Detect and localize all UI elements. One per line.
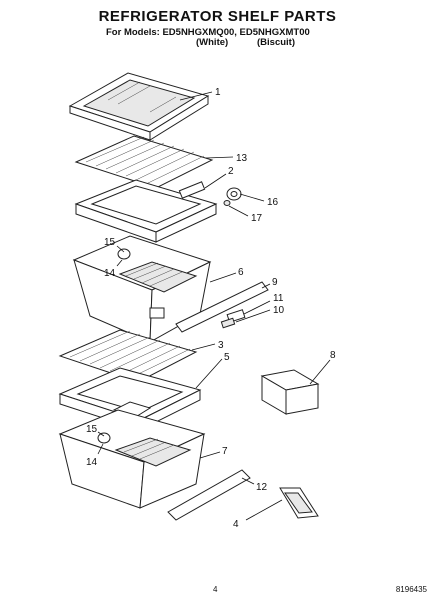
part-13-wire-grid xyxy=(74,135,214,189)
callout-8: 8 xyxy=(330,350,336,361)
callout-leaders xyxy=(97,91,331,521)
page-title: REFRIGERATOR SHELF PARTS xyxy=(98,8,337,25)
part-6-crisper-pan xyxy=(72,235,212,343)
callout-13: 13 xyxy=(236,153,248,164)
callout-12: 12 xyxy=(256,482,268,493)
part-1-glass-shelf xyxy=(68,72,210,141)
part-17-hardware xyxy=(223,200,231,206)
part-4-plate xyxy=(279,487,319,519)
callout-5: 5 xyxy=(224,352,230,363)
document-number: 8196435 xyxy=(395,585,427,594)
variant-white: (White) xyxy=(196,37,229,48)
part-5-shelf-frame xyxy=(58,367,202,431)
part-16-hardware xyxy=(226,187,242,201)
callout-16: 16 xyxy=(267,197,279,208)
models-line: For Models: ED5NHGXMQ00, ED5NHGXMT00 xyxy=(106,27,310,38)
callout-2: 2 xyxy=(228,166,234,177)
callout-9: 9 xyxy=(272,277,278,288)
callout-6: 6 xyxy=(238,267,244,278)
callout-3: 3 xyxy=(218,340,224,351)
part-12-rail xyxy=(167,469,251,521)
callout-4: 4 xyxy=(233,519,239,530)
callout-14-lower: 14 xyxy=(86,457,98,468)
callout-14-upper: 14 xyxy=(104,268,116,279)
callout-10: 10 xyxy=(273,305,285,316)
callout-11: 11 xyxy=(273,293,284,304)
page-number: 4 xyxy=(213,585,218,594)
part-15-hardware-lower xyxy=(97,432,111,444)
callout-1: 1 xyxy=(215,87,221,98)
callout-17: 17 xyxy=(251,213,263,224)
part-9-rail xyxy=(175,281,269,333)
callout-15-upper: 15 xyxy=(104,237,116,248)
part-10-clip xyxy=(220,317,236,329)
part-7-crisper-pan xyxy=(58,409,206,509)
callout-7: 7 xyxy=(222,446,228,457)
part-8-bin xyxy=(260,369,320,415)
part-2-shelf-frame xyxy=(74,179,218,243)
callout-15-lower: 15 xyxy=(86,424,98,435)
variant-biscuit: (Biscuit) xyxy=(257,37,295,48)
callout-labels: 1 13 2 16 17 15 14 6 9 11 10 3 5 8 15 14… xyxy=(86,87,336,530)
part-15-hardware-upper xyxy=(117,248,131,260)
